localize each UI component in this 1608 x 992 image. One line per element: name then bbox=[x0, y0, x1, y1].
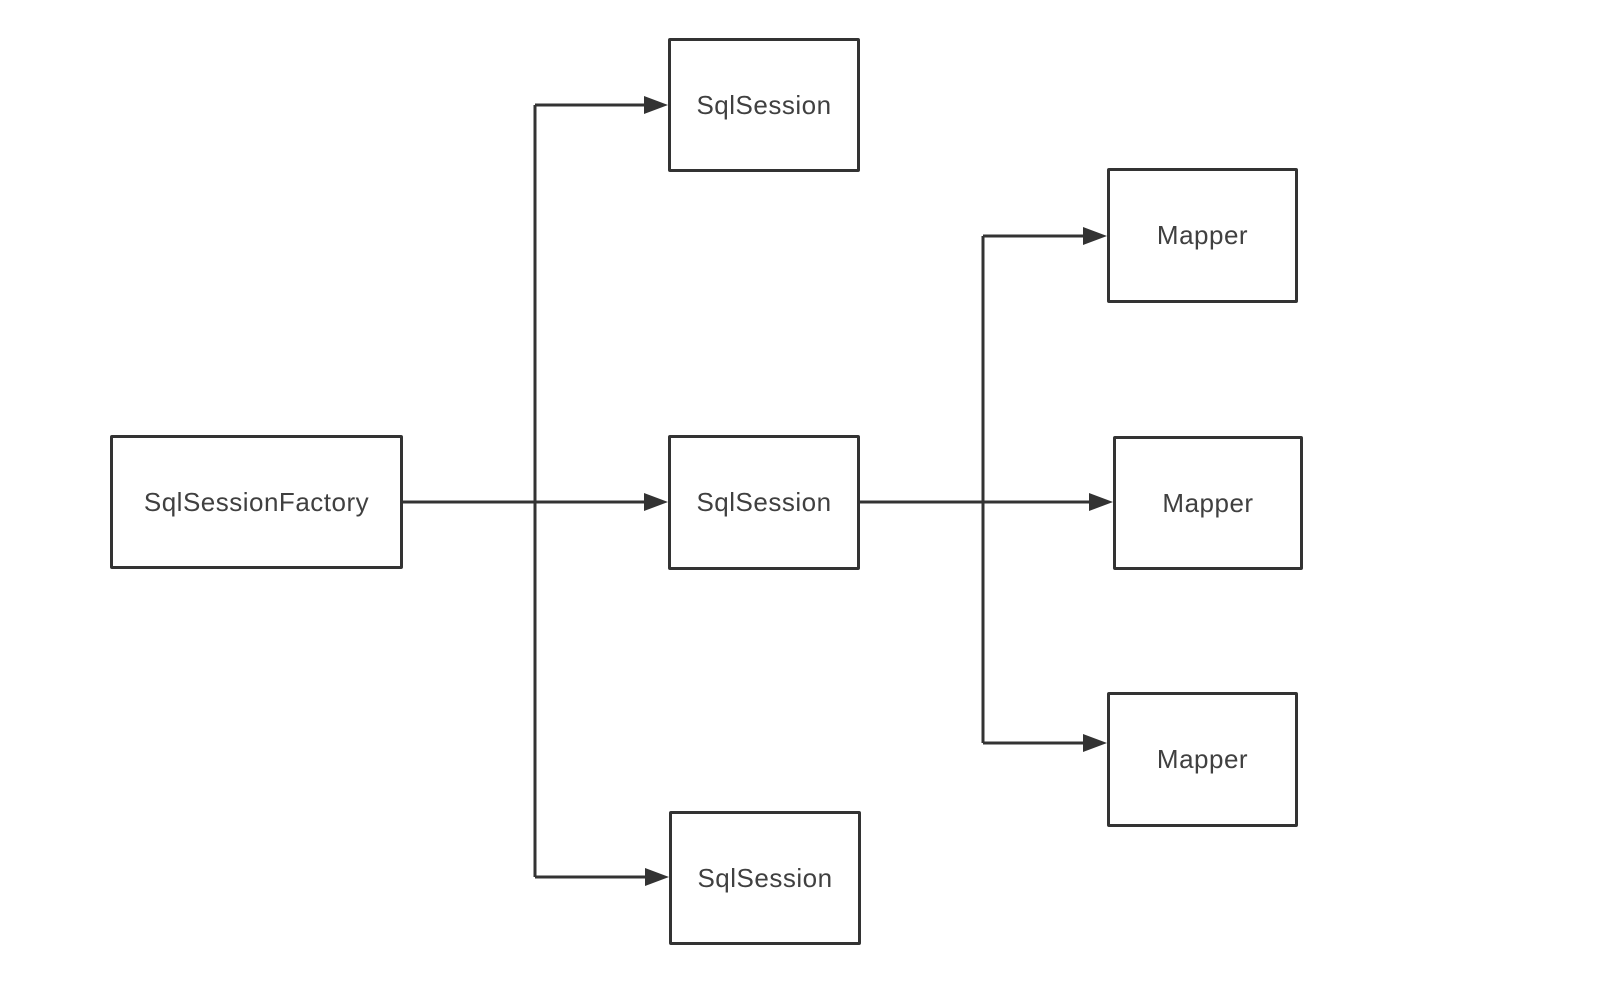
node-sqlsession-middle: SqlSession bbox=[668, 435, 860, 570]
node-mapper-bottom: Mapper bbox=[1107, 692, 1298, 827]
edge-factory-to-sqlsession-bottom bbox=[535, 868, 669, 886]
node-sqlsessionfactory-label: SqlSessionFactory bbox=[143, 486, 370, 517]
node-sqlsession-bottom-label: SqlSession bbox=[697, 862, 833, 893]
node-sqlsession-top-label: SqlSession bbox=[696, 89, 832, 120]
edge-factory-to-sqlsession-middle bbox=[403, 493, 668, 511]
node-mapper-bottom-label: Mapper bbox=[1156, 744, 1249, 774]
node-sqlsession-middle-label: SqlSession bbox=[696, 487, 832, 517]
node-mapper-top-label: Mapper bbox=[1156, 220, 1249, 250]
node-mapper-top: Mapper bbox=[1107, 168, 1298, 303]
node-sqlsession-top: SqlSession bbox=[668, 38, 860, 172]
node-mapper-middle-label: Mapper bbox=[1162, 487, 1254, 518]
edge-factory-to-sqlsession-top bbox=[535, 96, 668, 114]
node-sqlsession-bottom: SqlSession bbox=[669, 811, 861, 945]
edge-sqlsession-to-mapper-bottom bbox=[983, 734, 1107, 752]
edge-sqlsession-to-mapper-top bbox=[983, 227, 1107, 245]
node-sqlsessionfactory: SqlSessionFactory bbox=[110, 435, 403, 569]
node-mapper-middle: Mapper bbox=[1113, 436, 1303, 570]
edge-sqlsession-to-mapper-middle bbox=[860, 493, 1113, 511]
